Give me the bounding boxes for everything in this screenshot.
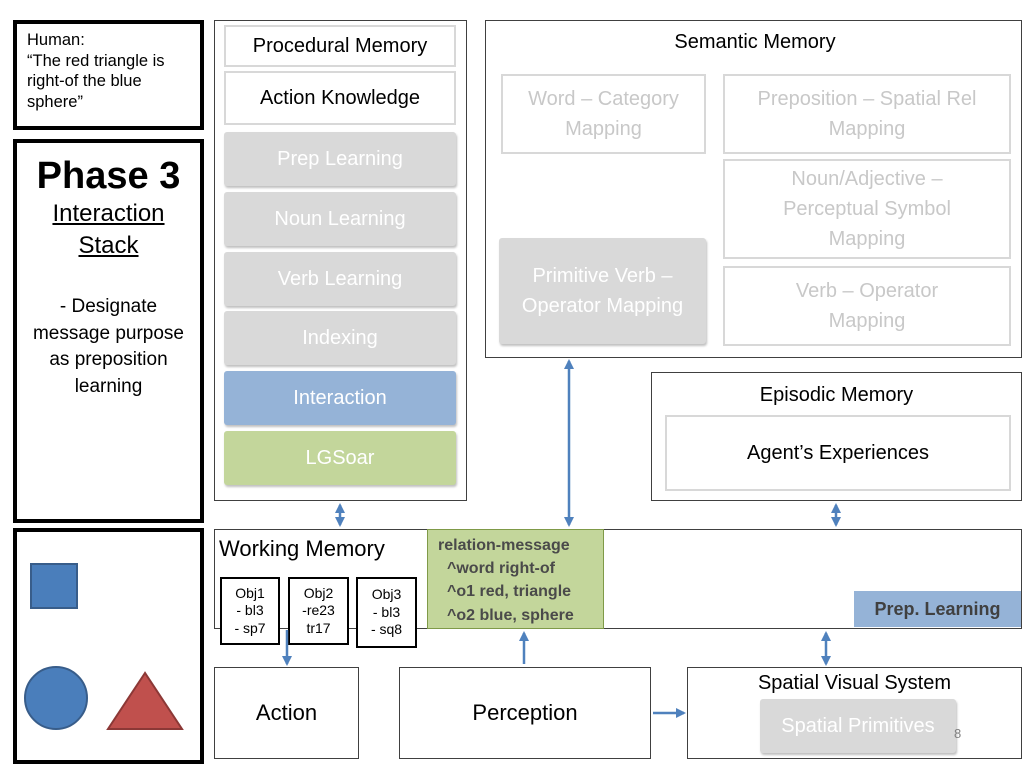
human-quote-box: Human: “The red triangle is right-of the… [13,20,204,130]
human-speaker: Human: [27,31,85,49]
object-3-box: Obj3 - bl3 - sq8 [356,577,417,648]
human-quote: “The red triangle is right-of the blue s… [27,51,165,111]
phase-subtitle-line1: Interaction [52,200,165,227]
prep-learning-item: Prep Learning [224,132,456,186]
object-2-line2: -re23 [302,602,335,619]
primitive-verb-mapping: Primitive Verb – Operator Mapping [499,238,706,344]
verb-operator-mapping: Verb – Operator Mapping [723,266,1011,346]
relation-message-line3: ^o1 red, triangle [447,583,572,601]
relation-message-line2: ^word right-of [447,560,555,578]
spatial-visual-system-title: Spatial Visual System [757,671,952,694]
relation-message-line4: ^o2 blue, sphere [447,606,574,624]
interaction-item: Interaction [224,371,456,425]
object-2-line1: Obj2 [303,584,334,601]
action-box: Action [214,667,359,759]
indexing-item: Indexing [224,311,456,365]
object-1-line1: Obj1 [235,584,265,601]
lgsoar-item: LGSoar [224,431,456,485]
object-1-box: Obj1 - bl3 - sp7 [220,577,280,645]
word-category-mapping: Word – Category Mapping [501,74,706,154]
noun-adjective-mapping: Noun/Adjective – Perceptual Symbol Mappi… [723,159,1011,259]
object-3-line2: - bl3 [372,603,401,620]
object-2-line3: tr17 [306,619,331,636]
semantic-memory-title: Semantic Memory [674,30,836,53]
relation-message-box: relation-message ^word right-of ^o1 red,… [427,529,604,629]
object-3-line3: - sq8 [370,621,403,638]
perception-box: Perception [399,667,651,759]
page-number: 8 [954,726,962,741]
verb-learning-item: Verb Learning [224,252,456,306]
noun-learning-item: Noun Learning [224,192,456,246]
red-triangle [106,671,184,730]
object-1-line3: - sp7 [234,619,266,636]
phase-box: Phase 3 Interaction Stack - Designate me… [13,139,204,523]
object-2-box: Obj2 -re23 tr17 [288,577,349,645]
blue-square [30,563,78,609]
phase-description: - Designate message purpose as prepositi… [32,296,185,397]
action-knowledge-box: Action Knowledge [224,71,456,125]
spatial-primitives-box: Spatial Primitives [760,699,956,753]
agents-experiences-box: Agent’s Experiences [665,415,1011,491]
phase-subtitle-line2: Stack [78,232,139,259]
phase-title: Phase 3 [36,155,181,197]
preposition-spatial-mapping: Preposition – Spatial Rel Mapping [723,74,1011,154]
object-1-line2: - bl3 [236,602,264,619]
prep-learning-badge: Prep. Learning [854,591,1021,627]
working-memory-title: Working Memory [219,536,385,561]
blue-circle [24,666,88,730]
object-3-line1: Obj3 [371,586,402,603]
episodic-memory-title: Episodic Memory [759,383,914,406]
procedural-memory-title: Procedural Memory [224,25,456,67]
relation-message-line1: relation-message [438,537,570,554]
